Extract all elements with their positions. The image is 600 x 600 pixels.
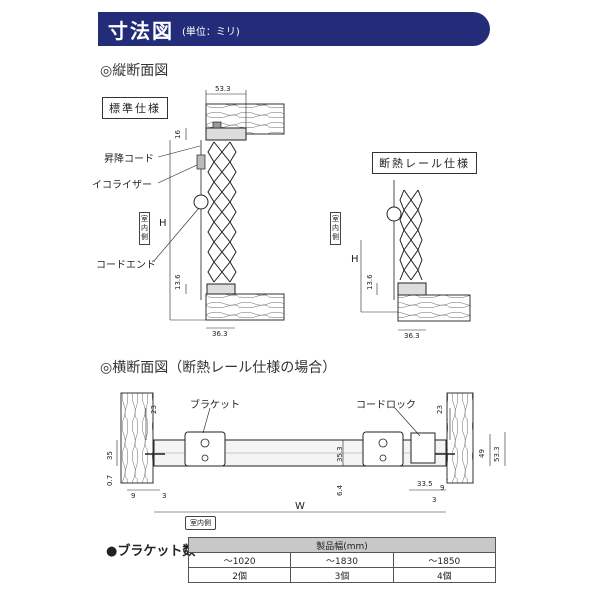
bracket-count-table: 製品幅(mm) 〜1020 〜1830 〜1850 2個 3個 4個 xyxy=(187,537,497,583)
table-row: 2個 3個 4個 xyxy=(187,567,497,583)
dim-49: 49 xyxy=(478,449,486,458)
dim-23-left: 23 xyxy=(150,405,158,414)
range-cell: 〜1020 xyxy=(187,552,292,568)
cord-lock-label: コードロック xyxy=(356,400,416,411)
range-cell: 〜1830 xyxy=(290,552,394,568)
dim-16: 16 xyxy=(174,130,182,139)
range-cell: 〜1850 xyxy=(392,552,497,568)
dim-w: W xyxy=(295,501,305,512)
dim-35-3: 35.3 xyxy=(336,446,344,462)
bracket-label: ブラケット xyxy=(190,400,240,411)
room-side-tag-horizontal: 室内側 xyxy=(185,516,216,530)
dim-13-6-insulated: 13.6 xyxy=(366,274,374,290)
standard-section-drawing xyxy=(153,90,285,329)
dim-h-insulated: H xyxy=(351,254,359,265)
unit-note: (単位：ミリ) xyxy=(182,27,240,38)
insulated-spec-label: 断熱レール仕様 xyxy=(372,152,477,174)
header-bar: 寸法図 (単位：ミリ) xyxy=(98,12,490,46)
dim-53-3-h: 53.3 xyxy=(493,446,501,462)
dim-33-5: 33.5 xyxy=(417,480,433,488)
dim-13-6-standard: 13.6 xyxy=(174,274,182,290)
dim-3-left: 3 xyxy=(162,492,167,500)
horizontal-section-heading: ◎横断面図（断熱レール仕様の場合） xyxy=(100,360,337,376)
dim-h-standard: H xyxy=(159,218,167,229)
dim-53-3: 53.3 xyxy=(215,85,231,93)
dim-36-3-standard: 36.3 xyxy=(212,330,228,338)
cord-end-label: コードエンド xyxy=(96,260,156,271)
table-header: 製品幅(mm) xyxy=(188,537,496,553)
count-cell: 3個 xyxy=(290,567,394,583)
bracket-count-heading: ●ブラケット数 xyxy=(106,544,196,559)
table-row: 〜1020 〜1830 〜1850 xyxy=(187,552,497,568)
dim-9-left: 9 xyxy=(131,492,136,500)
dim-0-7: 0.7 xyxy=(106,474,114,486)
room-side-tag-insulated: 室内側 xyxy=(330,212,341,245)
vertical-section-heading: ◎縦断面図 xyxy=(100,63,169,79)
page-title: 寸法図 xyxy=(108,19,174,43)
dim-23-right: 23 xyxy=(436,405,444,414)
dim-35: 35 xyxy=(106,451,114,460)
dim-6-4: 6.4 xyxy=(336,484,344,496)
count-cell: 2個 xyxy=(187,567,292,583)
dim-9-right: 9 xyxy=(440,484,445,492)
horizontal-section-drawing xyxy=(116,392,506,513)
lift-cord-label: 昇降コード xyxy=(104,154,154,165)
dim-3-right: 3 xyxy=(432,496,437,504)
count-cell: 4個 xyxy=(392,567,497,583)
dim-36-3-insulated: 36.3 xyxy=(404,332,420,340)
equalizer-label: イコライザー xyxy=(92,180,152,191)
insulated-section-drawing xyxy=(360,180,471,331)
room-side-tag-standard: 室内側 xyxy=(139,212,150,245)
standard-spec-label: 標準仕様 xyxy=(102,97,168,119)
